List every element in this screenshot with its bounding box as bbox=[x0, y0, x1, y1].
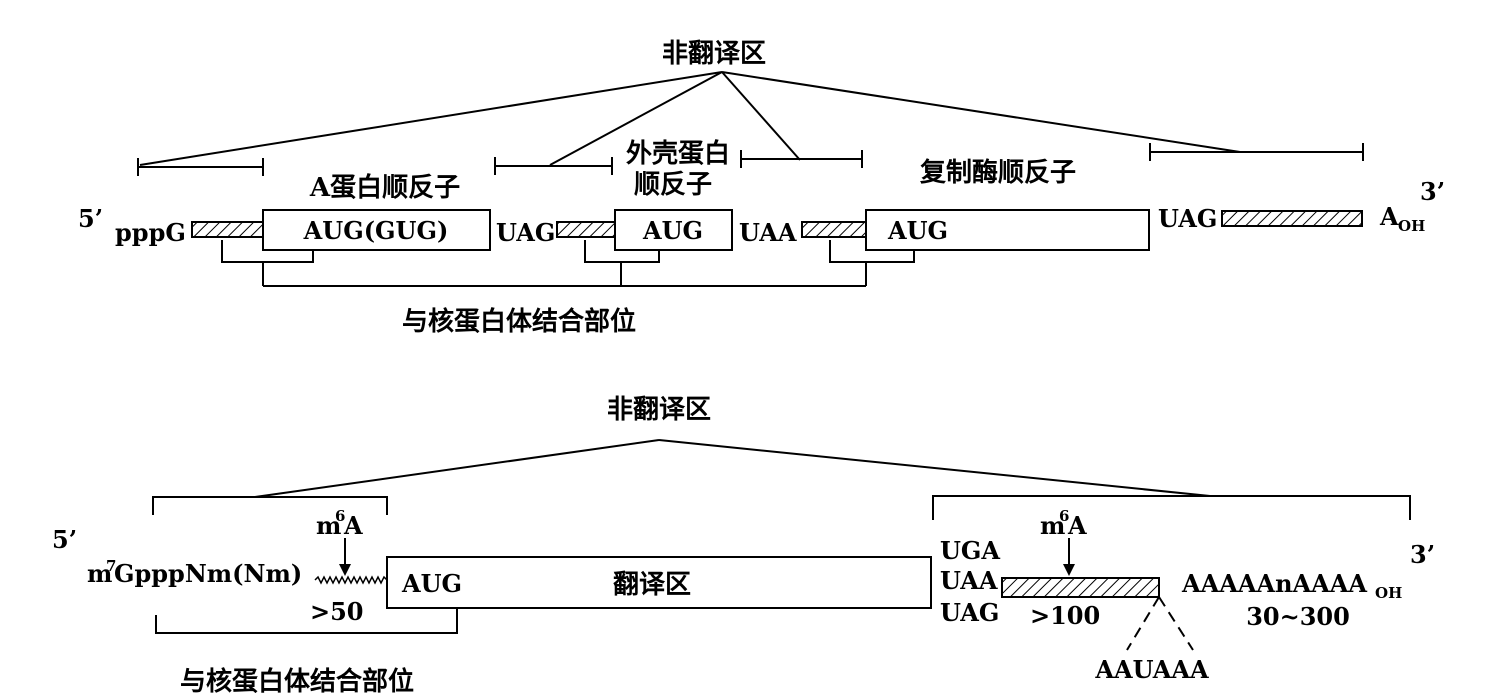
prokaryotic-mrna-panel: 非翻译区 A蛋白顺反子 外壳蛋白 顺反子 复制酶顺反子 bbox=[78, 39, 1445, 337]
top-ntr-fan-lines bbox=[139, 71, 1241, 166]
polyadenylation-signal: AAUAAA bbox=[1094, 655, 1209, 684]
leader-length: >50 bbox=[310, 597, 364, 626]
cap-structure: GpppNm(Nm) bbox=[114, 559, 302, 588]
coat-gene-box bbox=[614, 209, 733, 251]
coat-label-line1: 外壳蛋白 bbox=[626, 138, 730, 169]
cap-superscript-7: 7 bbox=[106, 557, 116, 575]
leader-wavy-line bbox=[314, 575, 388, 585]
bottom-ribosome-site-bracket bbox=[155, 608, 458, 634]
top-tail-a: A bbox=[1379, 202, 1399, 231]
m6a-right-m: m bbox=[1040, 511, 1065, 540]
top-tail-oh: OH bbox=[1398, 217, 1425, 235]
bottom-ribosome-site-label: 与核蛋白体结合部位 bbox=[180, 666, 414, 693]
stop-codon-1: UAG bbox=[496, 218, 555, 247]
m6a-left-6: 6 bbox=[335, 507, 345, 525]
top-five-prime: 5’ bbox=[78, 204, 103, 233]
poly-a-oh: OH bbox=[1375, 584, 1402, 602]
top-trailer-utr bbox=[1221, 210, 1363, 227]
stop-codon-2: UAA bbox=[739, 218, 797, 247]
bottom-three-prime: 3’ bbox=[1410, 540, 1435, 569]
stop-codon-uaa: UAA bbox=[940, 566, 998, 595]
start-codon-coat: AUG bbox=[642, 216, 703, 245]
m6a-left-arrow bbox=[339, 538, 351, 576]
bottom-ntr-fan-lines bbox=[254, 439, 1211, 498]
stop-codon-3: UAG bbox=[1158, 204, 1217, 233]
gene-a-label: A蛋白顺反子 bbox=[309, 172, 460, 203]
top-ribosome-site-label: 与核蛋白体结合部位 bbox=[402, 306, 636, 337]
top-cap-pppg: pppG bbox=[115, 218, 186, 247]
start-codon-a: AUG(GUG) bbox=[303, 216, 449, 245]
start-codon-replicase: AUG bbox=[887, 216, 948, 245]
top-intercistronic-utr-1 bbox=[556, 221, 616, 238]
m6a-right-a: A bbox=[1067, 511, 1087, 540]
top-ntr-title: 非翻译区 bbox=[662, 39, 766, 69]
gene-a-box bbox=[262, 209, 491, 251]
bottom-five-prime: 5’ bbox=[52, 525, 77, 554]
coding-region-box bbox=[386, 556, 932, 609]
utr3-length: >100 bbox=[1030, 601, 1100, 630]
m6a-right-arrow bbox=[1063, 538, 1075, 576]
poly-a-tail: AAAAAnAAAA bbox=[1181, 569, 1367, 598]
cap-m: m bbox=[87, 559, 112, 588]
coding-region-label: 翻译区 bbox=[613, 570, 691, 600]
stop-codon-uag: UAG bbox=[940, 598, 999, 627]
bottom-ntr-brackets bbox=[152, 495, 1411, 520]
top-intercistronic-utr-2 bbox=[801, 221, 867, 238]
bottom-start-codon: AUG bbox=[401, 569, 462, 598]
top-three-prime: 3’ bbox=[1420, 177, 1445, 206]
top-ntr-brackets bbox=[137, 143, 1364, 176]
top-leader-utr bbox=[191, 221, 264, 238]
m6a-left-a: A bbox=[343, 511, 363, 540]
signal-dashed-lines bbox=[1126, 596, 1194, 651]
coat-label-line2: 顺反子 bbox=[634, 170, 712, 200]
bottom-ntr-title: 非翻译区 bbox=[607, 395, 711, 425]
m6a-left-m: m bbox=[316, 511, 341, 540]
stop-codon-uga: UGA bbox=[940, 536, 1000, 565]
eukaryotic-mrna-panel: 非翻译区 5’ m 7 GpppNm(Nm) m 6 A >50 AUG 翻译区… bbox=[52, 395, 1435, 693]
three-prime-utr-bar bbox=[1001, 577, 1160, 598]
top-ribosome-site-brackets bbox=[221, 240, 915, 287]
replicase-gene-box bbox=[865, 209, 1150, 251]
replicase-label: 复制酶顺反子 bbox=[920, 158, 1076, 188]
poly-a-length: 30~300 bbox=[1246, 602, 1350, 631]
m6a-right-6: 6 bbox=[1059, 507, 1069, 525]
